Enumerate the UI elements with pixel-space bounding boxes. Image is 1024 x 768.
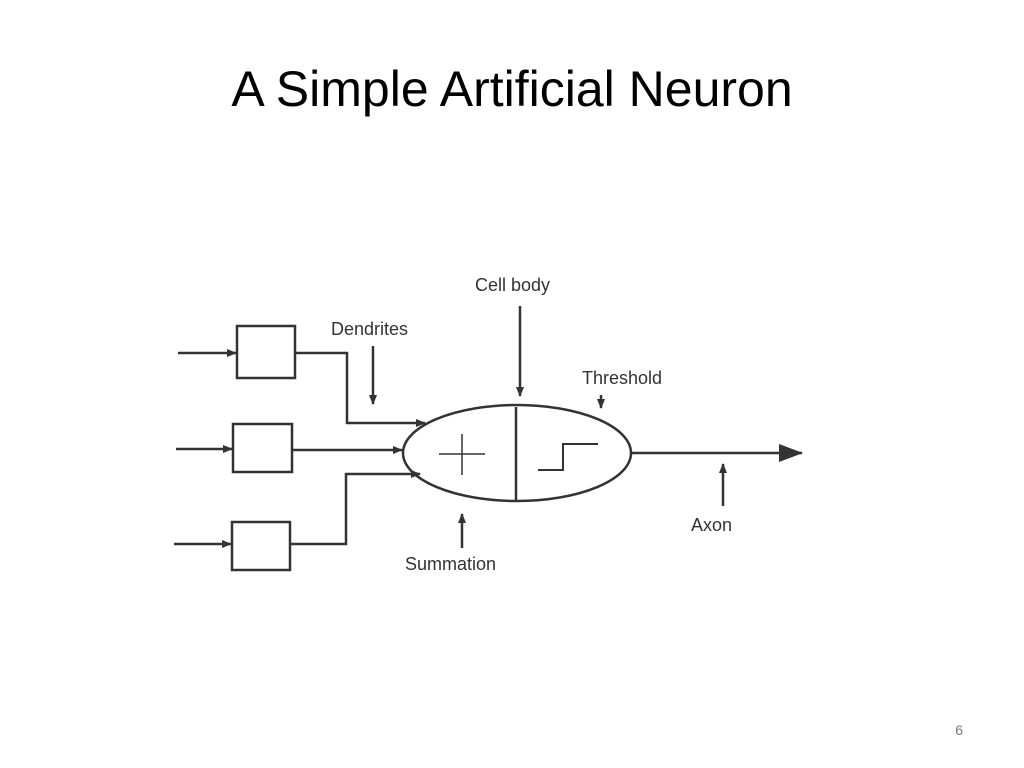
axon-label: Axon [691, 515, 732, 535]
connection-3 [290, 470, 421, 546]
input-box-3 [230, 520, 292, 572]
dendrites-label: Dendrites [331, 319, 408, 339]
threshold-label: Threshold [582, 368, 662, 388]
input-box-1 [235, 324, 297, 380]
input-box-2 [231, 422, 294, 474]
slide-title: A Simple Artificial Neuron [231, 61, 793, 117]
connection-1 [295, 351, 426, 427]
page-number: 6 [955, 722, 963, 738]
step-function-icon [538, 443, 598, 471]
summation-label: Summation [405, 554, 496, 574]
plus-icon [439, 434, 485, 475]
cell-body-label: Cell body [475, 275, 550, 295]
